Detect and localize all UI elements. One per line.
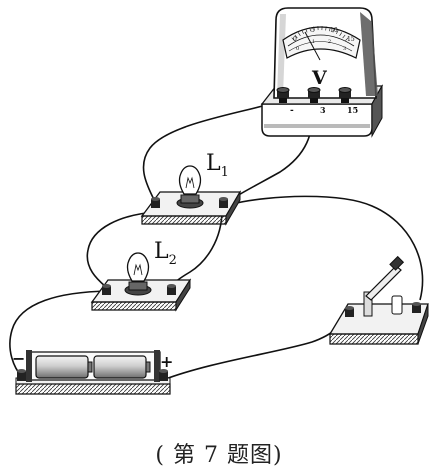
bulb-l2-terminal-right — [167, 284, 176, 295]
scale-label-10: 10 — [330, 27, 338, 34]
bulb-l2-subscript: 2 — [169, 253, 177, 268]
battery-terminal-minus — [17, 369, 26, 381]
dial-tick — [301, 30, 304, 35]
switch-terminal-left — [345, 306, 354, 317]
battery-plus-label: + — [160, 352, 173, 371]
bulb-l1-terminal-left — [151, 197, 160, 208]
scale-label-5: 5 — [311, 27, 315, 34]
dial-tick — [325, 26, 327, 31]
scale-label-lower-0: 0 — [296, 46, 299, 52]
terminal-label-15: 15 — [347, 105, 358, 115]
terminal-label-3: 3 — [320, 105, 326, 115]
bulb-l1-subscript: 1 — [221, 165, 229, 180]
dial-tick — [345, 37, 349, 41]
voltmeter-symbol: V — [311, 67, 328, 89]
voltmeter-dial — [282, 26, 361, 59]
dial-tick — [297, 32, 301, 36]
scale-label-15: 15 — [347, 36, 355, 43]
dial-tick — [291, 37, 295, 41]
terminal-3 — [307, 87, 321, 103]
wire-meter-minus-to-l1 — [142, 99, 284, 203]
terminal-minus — [276, 87, 290, 103]
dial-tick — [342, 34, 346, 39]
battery-cell-1 — [35, 355, 89, 379]
dial-tick — [313, 26, 315, 31]
terminal-label-minus: - — [290, 106, 294, 116]
wire-l1-to-l2 — [86, 211, 156, 288]
scale-label-lower-1: 1 — [312, 39, 315, 45]
bulb-l1: L1 — [140, 151, 242, 226]
battery-cell-2 — [93, 355, 147, 379]
dial-tick — [339, 32, 343, 36]
voltmeter: 0 5 10 15 0 1 2 3 V - 3 15 — [260, 7, 384, 138]
wire-l1-to-switch — [231, 195, 424, 301]
bulb-l1-glass — [178, 165, 202, 195]
battery-minus-label: − — [12, 349, 25, 368]
dial-tick — [329, 27, 331, 32]
figure-caption: ( 第 7 题图) — [155, 443, 283, 468]
bulb-l2-terminal-left — [102, 284, 111, 295]
wire-l2-to-battery-minus — [9, 290, 109, 378]
terminal-15 — [338, 87, 352, 103]
bulb-l2: L2 — [90, 239, 192, 312]
switch-blade — [365, 265, 402, 301]
dial-tick — [305, 28, 308, 33]
dial-tick — [309, 27, 311, 32]
voltmeter-needle — [304, 31, 321, 61]
switch-terminal-right — [412, 302, 421, 313]
knife-switch — [328, 255, 429, 345]
bulb-l2-glass — [126, 252, 150, 282]
bulb-l1-terminal-right — [219, 197, 228, 208]
bulb-l2-label: L2 — [154, 239, 177, 268]
dial-tick — [332, 28, 335, 33]
scale-label-0: 0 — [293, 36, 297, 43]
scale-label-lower-2: 2 — [328, 39, 331, 45]
bulb-l1-label: L1 — [206, 151, 229, 180]
scale-label-lower-3: 3 — [343, 46, 346, 52]
battery-terminal-plus — [159, 369, 168, 381]
wire-battery-plus-to-switch — [162, 311, 349, 381]
battery-pack: − + — [12, 349, 173, 395]
dial-tick-marks — [291, 26, 349, 41]
dial-tick — [336, 30, 339, 35]
dial-tick — [294, 34, 298, 39]
